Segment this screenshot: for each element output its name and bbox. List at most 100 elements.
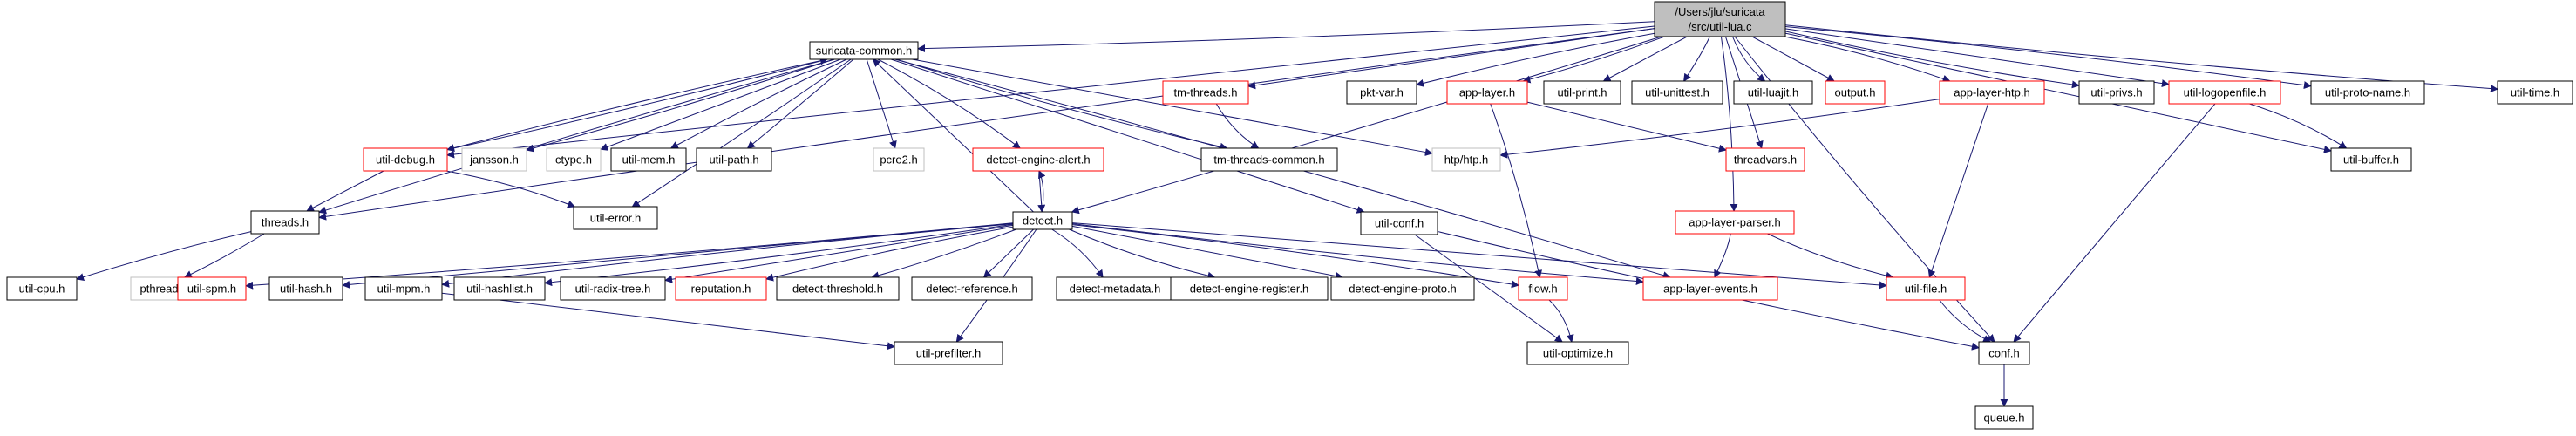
node-util-conf[interactable]: util-conf.h (1360, 211, 1438, 235)
node-util-prefilter[interactable]: util-prefilter.h (894, 341, 1003, 365)
node-detect-engine-register-label: detect-engine-register.h (1190, 283, 1309, 296)
edge-root-to-output (1751, 36, 1835, 82)
node-util-radix-tree[interactable]: util-radix-tree.h (560, 276, 666, 301)
node-util-spm[interactable]: util-spm.h (177, 276, 247, 301)
node-pkt-var[interactable]: pkt-var.h (1346, 80, 1417, 105)
node-app-layer-events-label: app-layer-events.h (1663, 283, 1757, 296)
edge-detect-to-reputation (765, 226, 1014, 282)
edge-detect-to-detect-engine-alert (1038, 170, 1046, 213)
node-tm-threads-common-box (1200, 147, 1338, 172)
node-util-hash[interactable]: util-hash.h (268, 276, 343, 301)
node-jansson-box (461, 147, 527, 172)
node-detect-reference[interactable]: detect-reference.h (911, 276, 1033, 301)
node-util-file-box (1886, 276, 1966, 301)
node-util-logopenfile-label: util-logopenfile.h (2184, 86, 2267, 99)
edge-root-to-detect (1071, 36, 1662, 215)
edge-root-to-tm-threads (1247, 28, 1655, 90)
node-detect[interactable]: detect.h (1012, 211, 1073, 230)
node-root[interactable]: /Users/jlu/suricata/src/util-lua.c (1654, 1, 1786, 37)
node-tm-threads-common[interactable]: tm-threads-common.h (1200, 147, 1338, 172)
edge-util-debug-to-suricata-common (446, 57, 828, 151)
edge-root-to-util-print (1602, 36, 1688, 82)
edge-root-to-app-layer-parser (1720, 36, 1738, 212)
node-util-print[interactable]: util-print.h (1543, 80, 1621, 105)
node-detect-engine-proto[interactable]: detect-engine-proto.h (1330, 276, 1475, 301)
node-app-layer-parser[interactable]: app-layer-parser.h (1675, 210, 1795, 235)
node-util-mpm-box (364, 276, 443, 301)
node-util-hashlist[interactable]: util-hashlist.h (453, 276, 546, 301)
edge-detect-to-util-hashlist (544, 223, 1014, 287)
edge-suricata-common-to-util-mem (669, 58, 847, 149)
edge-flow-to-util-optimize (1548, 299, 1574, 343)
node-util-file-label: util-file.h (1905, 283, 1947, 296)
node-app-layer-htp[interactable]: app-layer-htp.h (1939, 80, 2045, 105)
node-util-mem-label: util-mem.h (622, 153, 676, 167)
node-util-file[interactable]: util-file.h (1886, 276, 1966, 301)
node-ctype[interactable]: ctype.h (546, 147, 602, 172)
node-detect-threshold-label: detect-threshold.h (792, 283, 883, 296)
edge-root-to-util-time (1784, 24, 2498, 93)
edge-suricata-common-to-util-path (746, 58, 854, 149)
edge-suricata-common-to-detect-engine-alert (877, 58, 1021, 149)
edge-root-to-util-luajit (1732, 36, 1766, 82)
node-util-path[interactable]: util-path.h (696, 147, 772, 172)
node-output[interactable]: output.h (1825, 80, 1886, 105)
node-util-debug[interactable]: util-debug.h (363, 147, 448, 172)
node-threadvars[interactable]: threadvars.h (1725, 147, 1805, 172)
node-util-error[interactable]: util-error.h (573, 206, 658, 230)
node-conf[interactable]: conf.h (1978, 341, 2030, 365)
node-util-time[interactable]: util-time.h (2497, 80, 2573, 105)
edge-app-layer-to-threadvars (1526, 101, 1727, 153)
node-detect-engine-proto-box (1330, 276, 1475, 301)
node-util-debug-label: util-debug.h (376, 153, 435, 167)
node-reputation[interactable]: reputation.h (675, 276, 767, 301)
node-util-proto-name[interactable]: util-proto-name.h (2310, 80, 2425, 105)
node-root-box (1654, 1, 1786, 37)
node-app-layer-events[interactable]: app-layer-events.h (1642, 276, 1778, 301)
node-util-buffer[interactable]: util-buffer.h (2330, 147, 2412, 172)
node-queue[interactable]: queue.h (1974, 405, 2034, 430)
node-util-privs[interactable]: util-privs.h (2078, 80, 2155, 105)
node-app-layer[interactable]: app-layer.h (1446, 80, 1528, 105)
edge-detect-to-suricata-common (872, 58, 1034, 213)
node-util-optimize[interactable]: util-optimize.h (1526, 341, 1629, 365)
node-util-logopenfile[interactable]: util-logopenfile.h (2168, 80, 2281, 105)
node-util-hash-box (268, 276, 343, 301)
node-util-hashlist-box (453, 276, 546, 301)
node-detect-engine-register[interactable]: detect-engine-register.h (1170, 276, 1329, 301)
node-util-path-box (696, 147, 772, 172)
node-util-mem[interactable]: util-mem.h (610, 147, 687, 172)
node-tm-threads[interactable]: tm-threads.h (1162, 80, 1249, 105)
node-util-unittest[interactable]: util-unittest.h (1631, 80, 1723, 105)
node-flow[interactable]: flow.h (1518, 276, 1568, 301)
edge-suricata-common-to-pcre2 (866, 58, 897, 149)
node-detect-metadata[interactable]: detect-metadata.h (1056, 276, 1174, 301)
node-util-cpu[interactable]: util-cpu.h (6, 276, 78, 301)
node-util-print-label: util-print.h (1557, 86, 1607, 99)
node-detect-engine-alert[interactable]: detect-engine-alert.h (972, 147, 1104, 172)
node-detect-reference-label: detect-reference.h (926, 283, 1018, 296)
node-jansson[interactable]: jansson.h (461, 147, 527, 172)
node-app-layer-htp-box (1939, 80, 2045, 105)
node-threads[interactable]: threads.h (250, 210, 320, 235)
node-util-optimize-box (1526, 341, 1629, 365)
node-output-label: output.h (1835, 86, 1876, 99)
node-util-luajit-label: util-luajit.h (1748, 86, 1799, 99)
node-util-luajit[interactable]: util-luajit.h (1733, 80, 1813, 105)
node-htp-htp[interactable]: htp/htp.h (1431, 147, 1501, 172)
node-detect-label: detect.h (1023, 215, 1063, 228)
edge-util-debug-to-threads (306, 170, 384, 212)
edge-util-mpm-to-util-prefilter (441, 292, 895, 351)
node-util-cpu-box (6, 276, 78, 301)
node-root-label-line2: /src/util-lua.c (1689, 20, 1752, 33)
node-util-mpm[interactable]: util-mpm.h (364, 276, 443, 301)
node-detect-threshold[interactable]: detect-threshold.h (776, 276, 900, 301)
edge-root-to-util-buffer (1784, 32, 2332, 153)
edge-detect-to-detect-threshold (871, 228, 1017, 280)
node-tm-threads-box (1162, 80, 1249, 105)
node-suricata-common-box (809, 41, 919, 60)
edge-detect-to-util-mpm (441, 223, 1014, 288)
node-suricata-common[interactable]: suricata-common.h (809, 41, 919, 60)
node-pcre2[interactable]: pcre2.h (873, 147, 925, 172)
